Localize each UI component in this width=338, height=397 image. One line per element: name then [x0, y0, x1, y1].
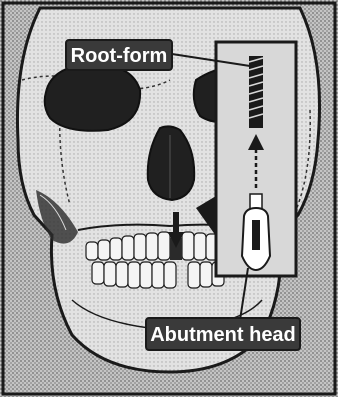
abutment-post — [252, 220, 260, 250]
abutment-head-label-text: Abutment head — [150, 324, 296, 346]
root-form-implant — [249, 56, 263, 128]
left-eye-socket — [45, 64, 140, 131]
root-form-label: Root-form — [66, 40, 172, 70]
lower-teeth — [92, 262, 224, 288]
root-form-label-text: Root-form — [71, 45, 168, 67]
abutment-head-label: Abutment head — [146, 318, 300, 350]
